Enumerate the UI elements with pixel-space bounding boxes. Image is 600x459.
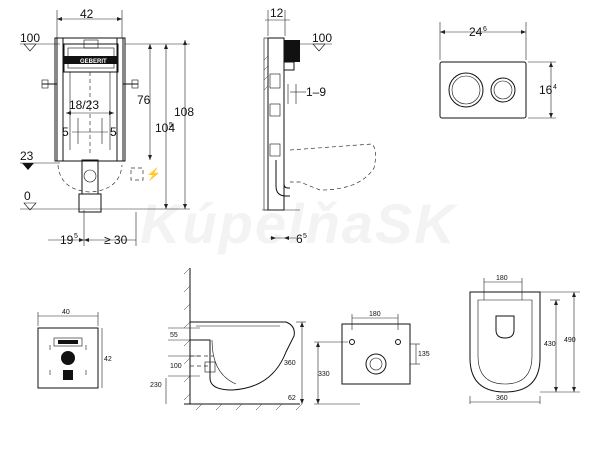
top-width-label: 360 [496,395,508,402]
rear-height-label: 135 [418,351,430,358]
plate-height-sup: 4 [553,84,557,91]
frame-height-label: 76 [137,93,151,107]
top-180-label: 180 [496,275,508,282]
offset-right-label: 5 [110,125,117,139]
frame-top-level-label: 100 [20,31,40,45]
bottom-left-sup: 5 [74,233,78,240]
rear-floor-label: 330 [318,371,330,378]
side-360-label: 360 [284,360,296,367]
frame-bracket-label: 18/23 [69,98,99,112]
rear-width-label: 180 [369,311,381,318]
side-level-label: 100 [312,31,332,45]
toilet-rear-view: 180 135 330 [314,311,430,405]
panel-height-label: 42 [104,356,112,363]
side-100-label: 100 [170,363,182,370]
drain-level-label: 23 [20,149,34,163]
frame-front-view: 42 100 GEBERIT 18/23 5 5 [20,7,194,247]
power-icon: ⚡ [146,167,161,181]
frame-total-height-label: 108 [174,105,194,119]
bottom-right-label: ≥ 30 [104,233,128,247]
side-230-label: 230 [150,382,162,389]
top-depth-label: 430 [544,341,556,348]
side-bottom-label: 6 [296,232,303,246]
frame-side-view: 12 100 1–9 6 5 [262,6,376,246]
small-panel: 40 42 [37,309,112,389]
plate-width-label: 24 [469,25,483,39]
offset-left-label: 5 [62,125,69,139]
frame-height2-label: 104 [155,121,175,135]
watermark: KúpelňaSK [140,192,458,255]
plate-width-sup: 6 [483,26,487,33]
side-top-label: 12 [270,6,284,20]
toilet-side-view: 55 100 230 360 62 [150,267,306,411]
panel-width-label: 40 [62,309,70,316]
frame-width-label: 42 [80,7,94,21]
side-bottom-sup: 5 [303,233,307,240]
bottom-left-label: 19 [60,233,74,247]
flush-plate: 24 6 16 4 [439,22,557,119]
frame-height2-sup: 5 [169,122,173,129]
brand-label: GEBERIT [80,59,107,65]
floor-label: 0 [24,189,31,203]
side-55-label: 55 [170,332,178,339]
top-total-label: 490 [564,337,576,344]
side-range-label: 1–9 [306,85,326,99]
toilet-top-view: 180 430 490 360 [469,275,580,404]
side-62-label: 62 [288,395,296,402]
plate-height-label: 16 [539,83,553,97]
